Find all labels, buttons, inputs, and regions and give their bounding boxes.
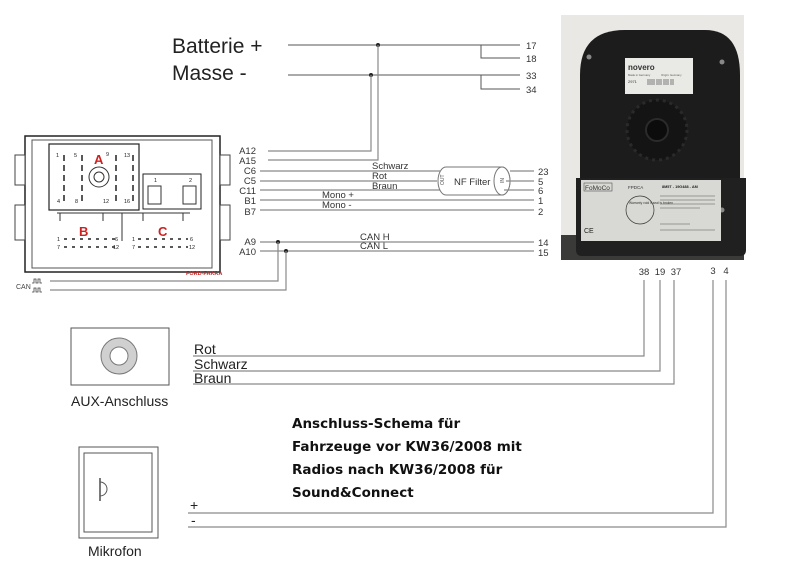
mic-wire-plus: + (190, 497, 198, 513)
wire-label-mono-minus: Mono - (322, 200, 352, 211)
pin-number: 8 (75, 199, 78, 205)
pin-number: 16 (124, 199, 130, 205)
pin-number: 1 (57, 237, 60, 243)
pin-number: 1 (56, 153, 59, 159)
wire-can-loop-l (50, 251, 287, 291)
pin-label-c5: C5 (244, 176, 256, 187)
can-signal-icon (32, 278, 42, 293)
pin-34: 34 (526, 85, 537, 96)
pin-15: 15 (538, 248, 549, 259)
description-line-3: Radios nach KW36/2008 für (292, 462, 503, 478)
aux-connector (70, 327, 170, 386)
description-line-1: Anschluss-Schema für (292, 416, 460, 432)
warranty-text: Warranty void if seal is broken (629, 201, 673, 205)
pin-14: 14 (538, 238, 549, 249)
module-pin-37: 37 (671, 267, 682, 278)
wire-aux-schwarz (193, 280, 661, 372)
battery-wire-branch (480, 45, 520, 59)
pin-label-a10: A10 (239, 247, 256, 258)
filter-label: NF Filter (454, 177, 490, 188)
pin-18: 18 (526, 54, 537, 65)
aux-wire-schwarz: Schwarz (194, 356, 248, 372)
fomoco-brand: FoMoCo (585, 185, 610, 192)
pin-23: 23 (538, 167, 549, 178)
aux-label: AUX-Anschluss (71, 393, 168, 409)
pin-number: 7 (132, 245, 135, 251)
pin-label-a12: A12 (239, 146, 256, 157)
pin-1: 1 (538, 196, 543, 207)
block-b-letter: B (79, 224, 88, 239)
bluetooth-module: novero Made in Germany Origin: Germany 2… (561, 15, 746, 260)
wire-aux-rot (193, 280, 645, 357)
battery-label: Batterie + (172, 35, 262, 58)
aux-wire-braun: Braun (194, 370, 231, 386)
wire-mic-minus (188, 280, 727, 528)
ford-fakra-connector: A 1 5 9 13 4 8 12 16 1 2 B C 1 6 (14, 135, 231, 277)
filter-out-label: OUT (440, 174, 446, 185)
filter-in-label: IN (500, 178, 506, 183)
wire-label-rot: Rot (372, 171, 387, 182)
ground-label: Masse - (172, 62, 247, 85)
label-text: 8M5T - 19G488 - AM (662, 185, 698, 189)
description-line-4: Sound&Connect (292, 485, 414, 501)
wire-label-mono-plus: Mono + (322, 190, 354, 201)
ground-wire-branch (480, 75, 520, 90)
module-pin-38: 38 (639, 267, 650, 278)
pin-number: 1 (154, 178, 157, 184)
wire-label-can-h: CAN H (360, 232, 390, 243)
pin-33: 33 (526, 71, 537, 82)
module-pin-4: 4 (723, 266, 728, 277)
label-text: Made in Germany (628, 73, 651, 77)
block-a-letter: A (94, 152, 104, 167)
connector-name: FORD-FAKRA (186, 271, 222, 277)
module-pin-3: 3 (710, 266, 715, 277)
block-c-letter: C (158, 224, 168, 239)
pin-number: 12 (113, 245, 119, 251)
pin-label-a9: A9 (244, 237, 256, 248)
module-pin-19: 19 (655, 267, 666, 278)
novero-brand: novero (628, 63, 655, 72)
pin-label-c6: C6 (244, 166, 256, 177)
wire-a12 (268, 75, 372, 152)
pin-number: 7 (57, 245, 60, 251)
pin-number: 6 (190, 237, 193, 243)
wire-mic-plus (188, 280, 714, 514)
wire-can-loop-h (50, 242, 279, 282)
wire-a15 (268, 45, 379, 161)
pin-number: 1 (132, 237, 135, 243)
pin-number: 6 (115, 237, 118, 243)
pin-number: 13 (124, 153, 130, 159)
pin-label-c11: C11 (239, 186, 256, 197)
pin-number: 4 (57, 199, 60, 205)
pin-label-a15: A15 (239, 156, 256, 167)
pin-label-b1: B1 (244, 196, 256, 207)
mic-label: Mikrofon (88, 543, 142, 559)
aux-wire-rot: Rot (194, 341, 216, 357)
ce-mark: CE (584, 228, 594, 235)
pin-number: 12 (103, 199, 109, 205)
microphone (78, 446, 159, 539)
wire-aux-braun (193, 280, 675, 385)
pin-number: 12 (189, 245, 195, 251)
wire-label-can-l: CAN L (360, 241, 388, 252)
pin-5: 5 (538, 177, 543, 188)
can-label: CAN (16, 284, 31, 291)
pin-2: 2 (538, 207, 543, 218)
label-text: FPDCA (628, 185, 643, 190)
label-text: Origin: Germany (661, 73, 682, 77)
pin-17: 17 (526, 41, 537, 52)
pin-number: 2 (189, 178, 192, 184)
description-line-2: Fahrzeuge vor KW36/2008 mit (292, 439, 522, 455)
wire-label-braun: Braun (372, 181, 397, 192)
pin-label-b7: B7 (244, 207, 256, 218)
nf-filter: NF Filter OUT IN (437, 166, 511, 196)
mic-wire-minus: - (191, 512, 196, 528)
wire-label-schwarz: Schwarz (372, 161, 409, 172)
label-text: 2971 (628, 79, 638, 84)
pin-number: 9 (106, 152, 109, 158)
pin-6: 6 (538, 186, 543, 197)
pin-number: 5 (74, 153, 77, 159)
